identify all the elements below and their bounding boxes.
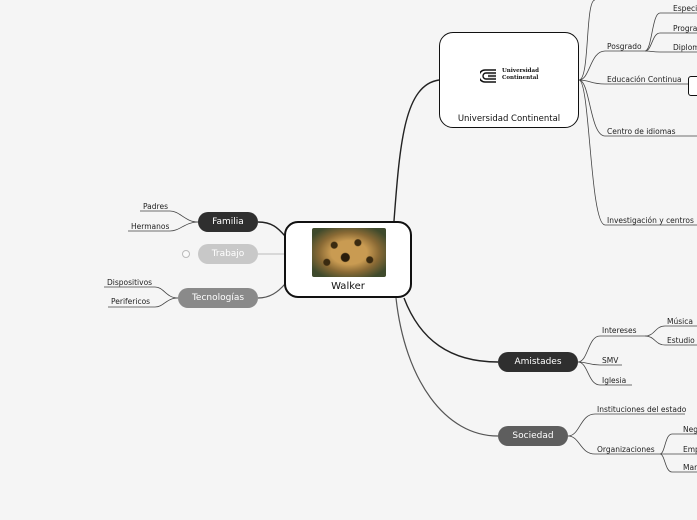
edge-org-mar [659,453,697,473]
topic-trabajo[interactable]: Trabajo [198,244,258,264]
edge-uni-educacion [578,79,688,85]
jaguar-photo-icon [312,228,386,277]
logo-mark-icon [480,69,496,83]
edge-uni-top [578,0,596,81]
topic-universidad-continental[interactable]: Universidad Continental Universidad Cont… [439,32,579,128]
subtopic-padres[interactable]: Padres [143,202,168,211]
subtopic-educacion-continua[interactable]: Educación Continua [607,75,682,84]
collapse-toggle-icon[interactable] [182,250,190,258]
subtopic-perifericos[interactable]: Perifericos [111,297,151,306]
edge-central-universidad [393,79,440,222]
edge-tecnologias-central [257,283,286,299]
edge-amistades-iglesia [577,361,632,386]
subtopic-progra[interactable]: Progra [673,24,697,33]
subtopic-mar[interactable]: Mar [683,463,697,472]
topic-sociedad[interactable]: Sociedad [498,426,568,446]
subtopic-dispositivos[interactable]: Dispositivos [107,278,153,287]
central-topic-walker[interactable]: Walker [284,221,412,298]
subtopic-hermanos[interactable]: Hermanos [131,222,170,231]
subtopic-intereses[interactable]: Intereses [602,326,637,335]
subtopic-instituciones[interactable]: Instituciones del estado [597,405,687,414]
edge-familia-central [257,221,286,237]
subtopic-neg[interactable]: Neg [683,425,697,434]
topic-universidad-label: Universidad Continental [457,114,561,124]
edge-sociedad-organizaciones [567,435,660,455]
edge-sociedad-instituciones [567,413,685,437]
educacion-continua-child-node[interactable] [688,76,697,96]
subtopic-musica[interactable]: Música [667,317,693,326]
subtopic-iglesia[interactable]: Iglesia [602,376,627,385]
subtopic-centro-idiomas[interactable]: Centro de idiomas [607,127,676,136]
edge-intereses-estudio [644,335,697,346]
edge-posgrado-progra [644,32,697,52]
subtopic-posgrado[interactable]: Posgrado [607,42,642,51]
edge-tec-perif [108,297,179,308]
edge-uni-posgrado [578,50,645,81]
edge-central-amistades [403,297,499,363]
subtopic-especi[interactable]: Especi [673,4,697,13]
subtopic-smv[interactable]: SMV [602,356,619,365]
edge-uni-idiomas [578,79,697,137]
central-topic-label: Walker [331,281,365,292]
edge-org-neg [659,433,697,455]
edge-amistades-smv [577,361,622,366]
subtopic-emp[interactable]: Emp [683,445,697,454]
edge-uni-investigacion [578,79,697,226]
university-logo-icon: Universidad Continental [472,41,546,95]
logo-wordmark: Universidad Continental [502,68,539,81]
edge-amistades-intereses [577,335,645,363]
edge-intereses-musica [644,325,697,337]
edge-posgrado-especi [644,12,697,52]
topic-amistades[interactable]: Amistades [498,352,578,372]
subtopic-organizaciones[interactable]: Organizaciones [597,445,655,454]
subtopic-investigacion[interactable]: Investigación y centros [607,216,694,225]
edge-familia-padres [140,210,199,223]
topic-tecnologias[interactable]: Tecnologías [178,288,258,308]
edge-posgrado-diplom [644,50,697,53]
subtopic-estudio[interactable]: Estudio [667,336,695,345]
edge-tec-disp [104,286,179,299]
edge-central-sociedad [395,297,499,437]
subtopic-diplom[interactable]: Diplom [673,43,697,52]
edge-familia-hermanos [128,221,199,232]
topic-familia[interactable]: Familia [198,212,258,232]
